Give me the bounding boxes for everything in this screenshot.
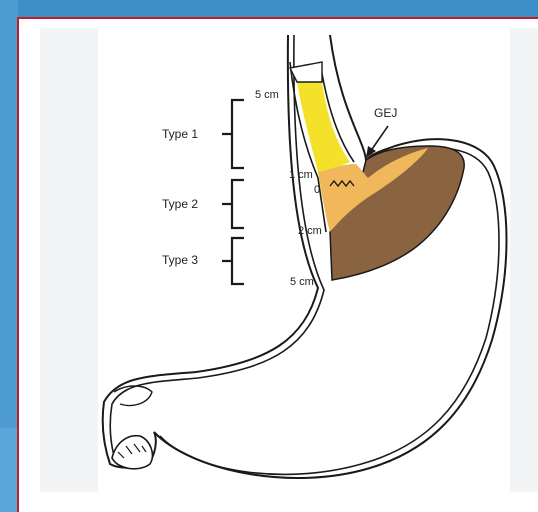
distance-label-lower: 2 cm [298, 225, 322, 237]
gej-arrow-line [370, 126, 388, 152]
distance-label-top: 5 cm [255, 89, 279, 101]
antrum-fold [114, 386, 152, 406]
esophagus-top-cap [290, 62, 322, 82]
type-2-bracket [222, 180, 244, 228]
type-2-label: Type 2 [162, 197, 198, 211]
gej-label: GEJ [374, 106, 397, 120]
distance-label-bottom: 5 cm [290, 276, 314, 288]
type-1-label: Type 1 [162, 127, 198, 141]
type-3-bracket [222, 238, 244, 284]
type-1-bracket [222, 100, 244, 168]
type-3-label: Type 3 [162, 253, 198, 267]
distance-label-upper: 1 cm [289, 169, 313, 181]
distance-label-zero: 0 [314, 184, 320, 196]
